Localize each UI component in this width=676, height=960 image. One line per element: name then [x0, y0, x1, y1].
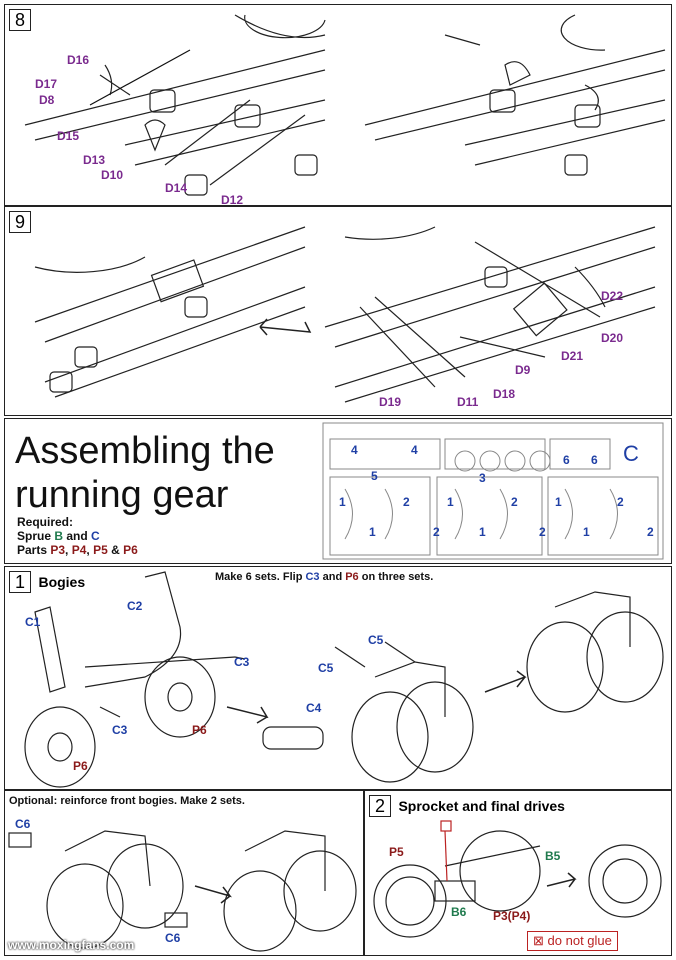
sprue-num: 2 [403, 495, 410, 509]
label-d12: D12 [221, 193, 244, 206]
step-title: Bogies [38, 574, 86, 590]
label-d22: D22 [601, 289, 624, 303]
label-p5: P5 [389, 845, 404, 859]
step-2-header: 2 Sprocket and final drives [369, 795, 565, 817]
sprue-num: 1 [447, 495, 454, 509]
step-1-header: 1 Bogies [9, 571, 85, 593]
label-c1: C1 [25, 615, 41, 629]
label-d13: D13 [83, 153, 106, 167]
sprue-num: 2 [647, 525, 654, 539]
sprue-letter: C [623, 441, 639, 466]
step-number: 1 [9, 571, 31, 593]
no-glue-icon: ⊠ [533, 933, 544, 948]
label-c4: C4 [306, 701, 322, 715]
label-b5: B5 [545, 849, 561, 863]
sprue-num: 1 [555, 495, 562, 509]
label-c3: C3 [112, 723, 128, 737]
label-d15: D15 [57, 129, 80, 143]
sprue-c-diagram [322, 422, 664, 560]
section-title: Assembling the running gear [15, 430, 275, 516]
label-d19: D19 [379, 395, 402, 409]
label-c6: C6 [165, 931, 181, 945]
sprue-num: 2 [539, 525, 546, 539]
label-p6: P6 [192, 723, 207, 737]
sprue-num: 2 [433, 525, 440, 539]
step-number: 8 [9, 9, 31, 31]
step-8-drawing [24, 14, 666, 196]
sprue-num: 5 [371, 469, 378, 483]
optional-panel: Optional: reinforce front bogies. Make 2… [4, 790, 364, 956]
sprue-num: 1 [479, 525, 486, 539]
watermark: www.moxingfans.com [8, 938, 135, 952]
sprue-num: 1 [339, 495, 346, 509]
label-p3-p4: P3(P4) [493, 909, 531, 923]
sprue-num: 4 [411, 443, 418, 457]
label-c6: C6 [15, 817, 31, 831]
sprue-num: 1 [369, 525, 376, 539]
sprue-num: 4 [351, 443, 358, 457]
label-d16: D16 [67, 53, 90, 67]
step-1-note: Make 6 sets. Flip C3 and P6 on three set… [215, 571, 434, 583]
required-heading: Required: [17, 515, 74, 529]
requirements: Required: Sprue B and C Parts P3, P4, P5… [17, 515, 138, 557]
step-1-drawing [24, 571, 664, 788]
label-p6: P6 [73, 759, 88, 773]
sprue-num: 6 [563, 453, 570, 467]
label-c5: C5 [318, 661, 334, 675]
label-d17: D17 [35, 77, 58, 91]
sprue-num: 3 [479, 471, 486, 485]
label-d10: D10 [101, 168, 124, 182]
sprue-num: 2 [511, 495, 518, 509]
running-gear-header: Assembling the running gear Required: Sp… [4, 418, 672, 564]
label-d14: D14 [165, 181, 188, 195]
do-not-glue-note: ⊠ do not glue [527, 931, 618, 951]
step-8-panel: 8 D16 D17 [4, 4, 672, 206]
step-number: 2 [369, 795, 391, 817]
sprue-num: 1 [583, 525, 590, 539]
optional-drawing [8, 830, 357, 952]
label-d8: D8 [39, 93, 55, 107]
parts-line: Parts P3, P4, P5 & P6 [17, 543, 138, 557]
step-2-drawing [373, 820, 662, 938]
label-d21: D21 [561, 349, 584, 363]
label-c3: C3 [234, 655, 250, 669]
step-9-drawing [34, 226, 656, 403]
sprue-line: Sprue B and C [17, 529, 100, 543]
label-c2: C2 [127, 599, 143, 613]
step-2-panel: 2 Sprocket and final drives P5 B5 B6 P3(… [364, 790, 672, 956]
sprue-num: 2 [617, 495, 624, 509]
sprue-num: 6 [591, 453, 598, 467]
step-title: Sprocket and final drives [398, 798, 565, 814]
step-9-panel: 9 D22 D20 D21 D9 D18 D19 [4, 206, 672, 416]
step-number: 9 [9, 211, 31, 233]
label-d20: D20 [601, 331, 624, 345]
label-c5: C5 [368, 633, 384, 647]
label-d11: D11 [457, 395, 479, 409]
step-1-panel: 1 Bogies Make 6 sets. Flip C3 and P6 on … [4, 566, 672, 790]
label-d18: D18 [493, 387, 516, 401]
label-d9: D9 [515, 363, 531, 377]
label-b6: B6 [451, 905, 467, 919]
optional-note: Optional: reinforce front bogies. Make 2… [9, 795, 245, 807]
